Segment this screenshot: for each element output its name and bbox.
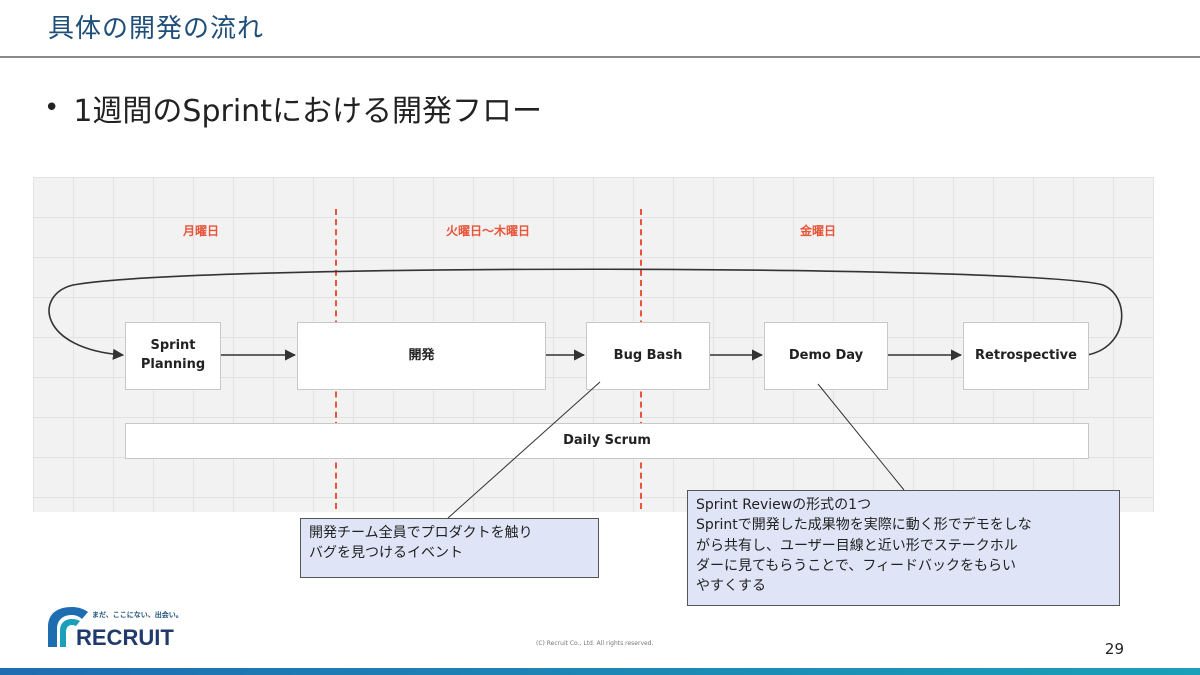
step-retrospective: Retrospective — [963, 322, 1089, 390]
bottom-accent-bar — [0, 668, 1200, 675]
slide-title: 具体の開発の流れ — [48, 14, 265, 44]
bullet-point: • 1週間のSprintにおける開発フロー — [44, 86, 542, 130]
logo-tagline: まだ、ここにない、出会い。 — [92, 611, 183, 619]
daily-scrum-bar: Daily Scrum — [125, 423, 1089, 459]
recruit-logo: RECRUIT — [46, 603, 206, 651]
step-demo-day: Demo Day — [764, 322, 888, 390]
step-dev: 開発 — [297, 322, 546, 390]
note-bug-bash: 開発チーム全員でプロダクトを触り バグを見つけるイベント — [300, 518, 599, 578]
sprint-flow-diagram: 月曜日 火曜日〜木曜日 金曜日 Sprint Planning 開発 Bug B… — [33, 177, 1154, 512]
bullet-text: 1週間のSprintにおける開発フロー — [73, 94, 542, 129]
copyright: (C) Recruit Co., Ltd. All rights reserve… — [536, 640, 654, 647]
day-label-friday: 金曜日 — [799, 224, 837, 238]
recruit-logo-icon: RECRUIT — [48, 607, 174, 650]
note-demo-day: Sprint Reviewの形式の1つ Sprintで開発した成果物を実際に動く… — [687, 490, 1120, 606]
bullet-dot-icon: • — [44, 93, 60, 123]
day-label-tue-thu: 火曜日〜木曜日 — [445, 224, 531, 238]
step-sprint-planning: Sprint Planning — [125, 322, 221, 390]
step-bug-bash: Bug Bash — [586, 322, 710, 390]
loop-back-arrow — [48, 268, 1123, 360]
title-divider — [0, 56, 1200, 58]
page-number: 29 — [1104, 640, 1124, 658]
day-label-monday: 月曜日 — [182, 224, 220, 238]
svg-text:RECRUIT: RECRUIT — [76, 625, 174, 650]
flow-arrows — [48, 268, 1123, 361]
